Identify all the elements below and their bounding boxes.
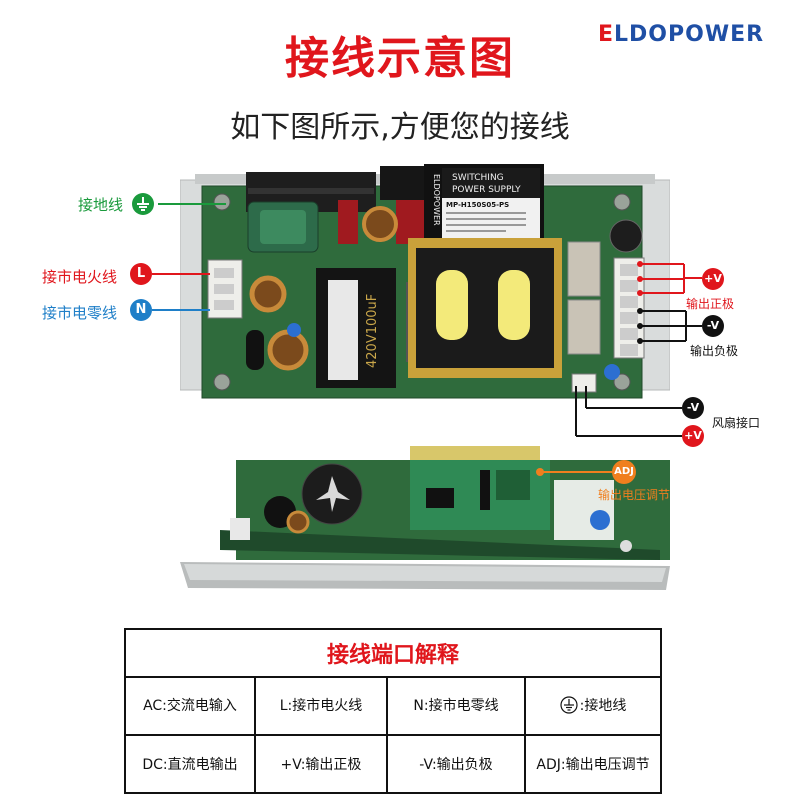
page-title: 接线示意图	[285, 33, 515, 84]
ground-label: 接地线	[78, 196, 124, 214]
adj-label: 输出电压调节	[598, 488, 671, 502]
ground-icon	[137, 197, 149, 211]
neutral-badge: N	[130, 299, 152, 321]
brand-logo: ELDOPOWER	[598, 22, 764, 47]
table-row: AC:交流电输入 L:接市电火线 N:接市电零线 :接地线	[126, 676, 660, 736]
power-board-side-view	[180, 446, 670, 590]
table-title: 接线端口解释	[126, 630, 660, 678]
plus-v-badge: +V	[702, 268, 724, 290]
table-cell: ADJ:输出电压调节	[536, 757, 650, 773]
table-cell: DC:直流电输出	[126, 736, 256, 792]
label-brand-vertical: ELDOPOWER	[432, 174, 441, 226]
logo-initial: E	[598, 22, 615, 47]
table-cell: +V:输出正极	[256, 736, 388, 792]
adj-badge: ADJ	[612, 460, 636, 484]
cap-text: 420V100uF	[365, 294, 380, 368]
port-explanation-table: 接线端口解释 AC:交流电输入 L:接市电火线 N:接市电零线 :接地线 DC:…	[124, 628, 662, 794]
callout-lines	[152, 203, 702, 476]
power-board-top-view: SWITCHING POWER SUPPLY MP-H150S05-PS ELD…	[180, 164, 670, 399]
table-cell: -V:输出负极	[388, 736, 526, 792]
ground-icon	[560, 696, 578, 714]
fan-plus-badge: +V	[682, 425, 704, 447]
neutral-label: 接市电零线	[42, 304, 118, 322]
live-label: 接市电火线	[42, 268, 118, 286]
label-line1: SWITCHING	[452, 173, 504, 183]
table-cell: N:接市电零线	[388, 676, 526, 734]
fan-minus-badge: -V	[682, 397, 704, 419]
table-row: DC:直流电输出 +V:输出正极 -V:输出负极 ADJ:输出电压调节	[126, 736, 660, 792]
table-cell: AC:交流电输入	[126, 676, 256, 734]
live-badge: L	[130, 263, 152, 285]
label-model: MP-H150S05-PS	[446, 201, 509, 209]
page-subtitle: 如下图所示,方便您的接线	[230, 110, 570, 145]
ground-badge	[132, 193, 154, 215]
table-cell-ground-text: :接地线	[579, 698, 627, 714]
minus-v-label: 输出负极	[690, 344, 739, 358]
fan-label: 风扇接口	[712, 416, 761, 430]
table-cell-ground: :接地线	[526, 676, 660, 734]
plus-v-label: 输出正极	[686, 297, 735, 311]
table-cell: L:接市电火线	[256, 676, 388, 734]
minus-v-badge: -V	[702, 315, 724, 337]
label-line2: POWER SUPPLY	[452, 185, 521, 195]
logo-rest: LDOPOWER	[614, 22, 765, 47]
